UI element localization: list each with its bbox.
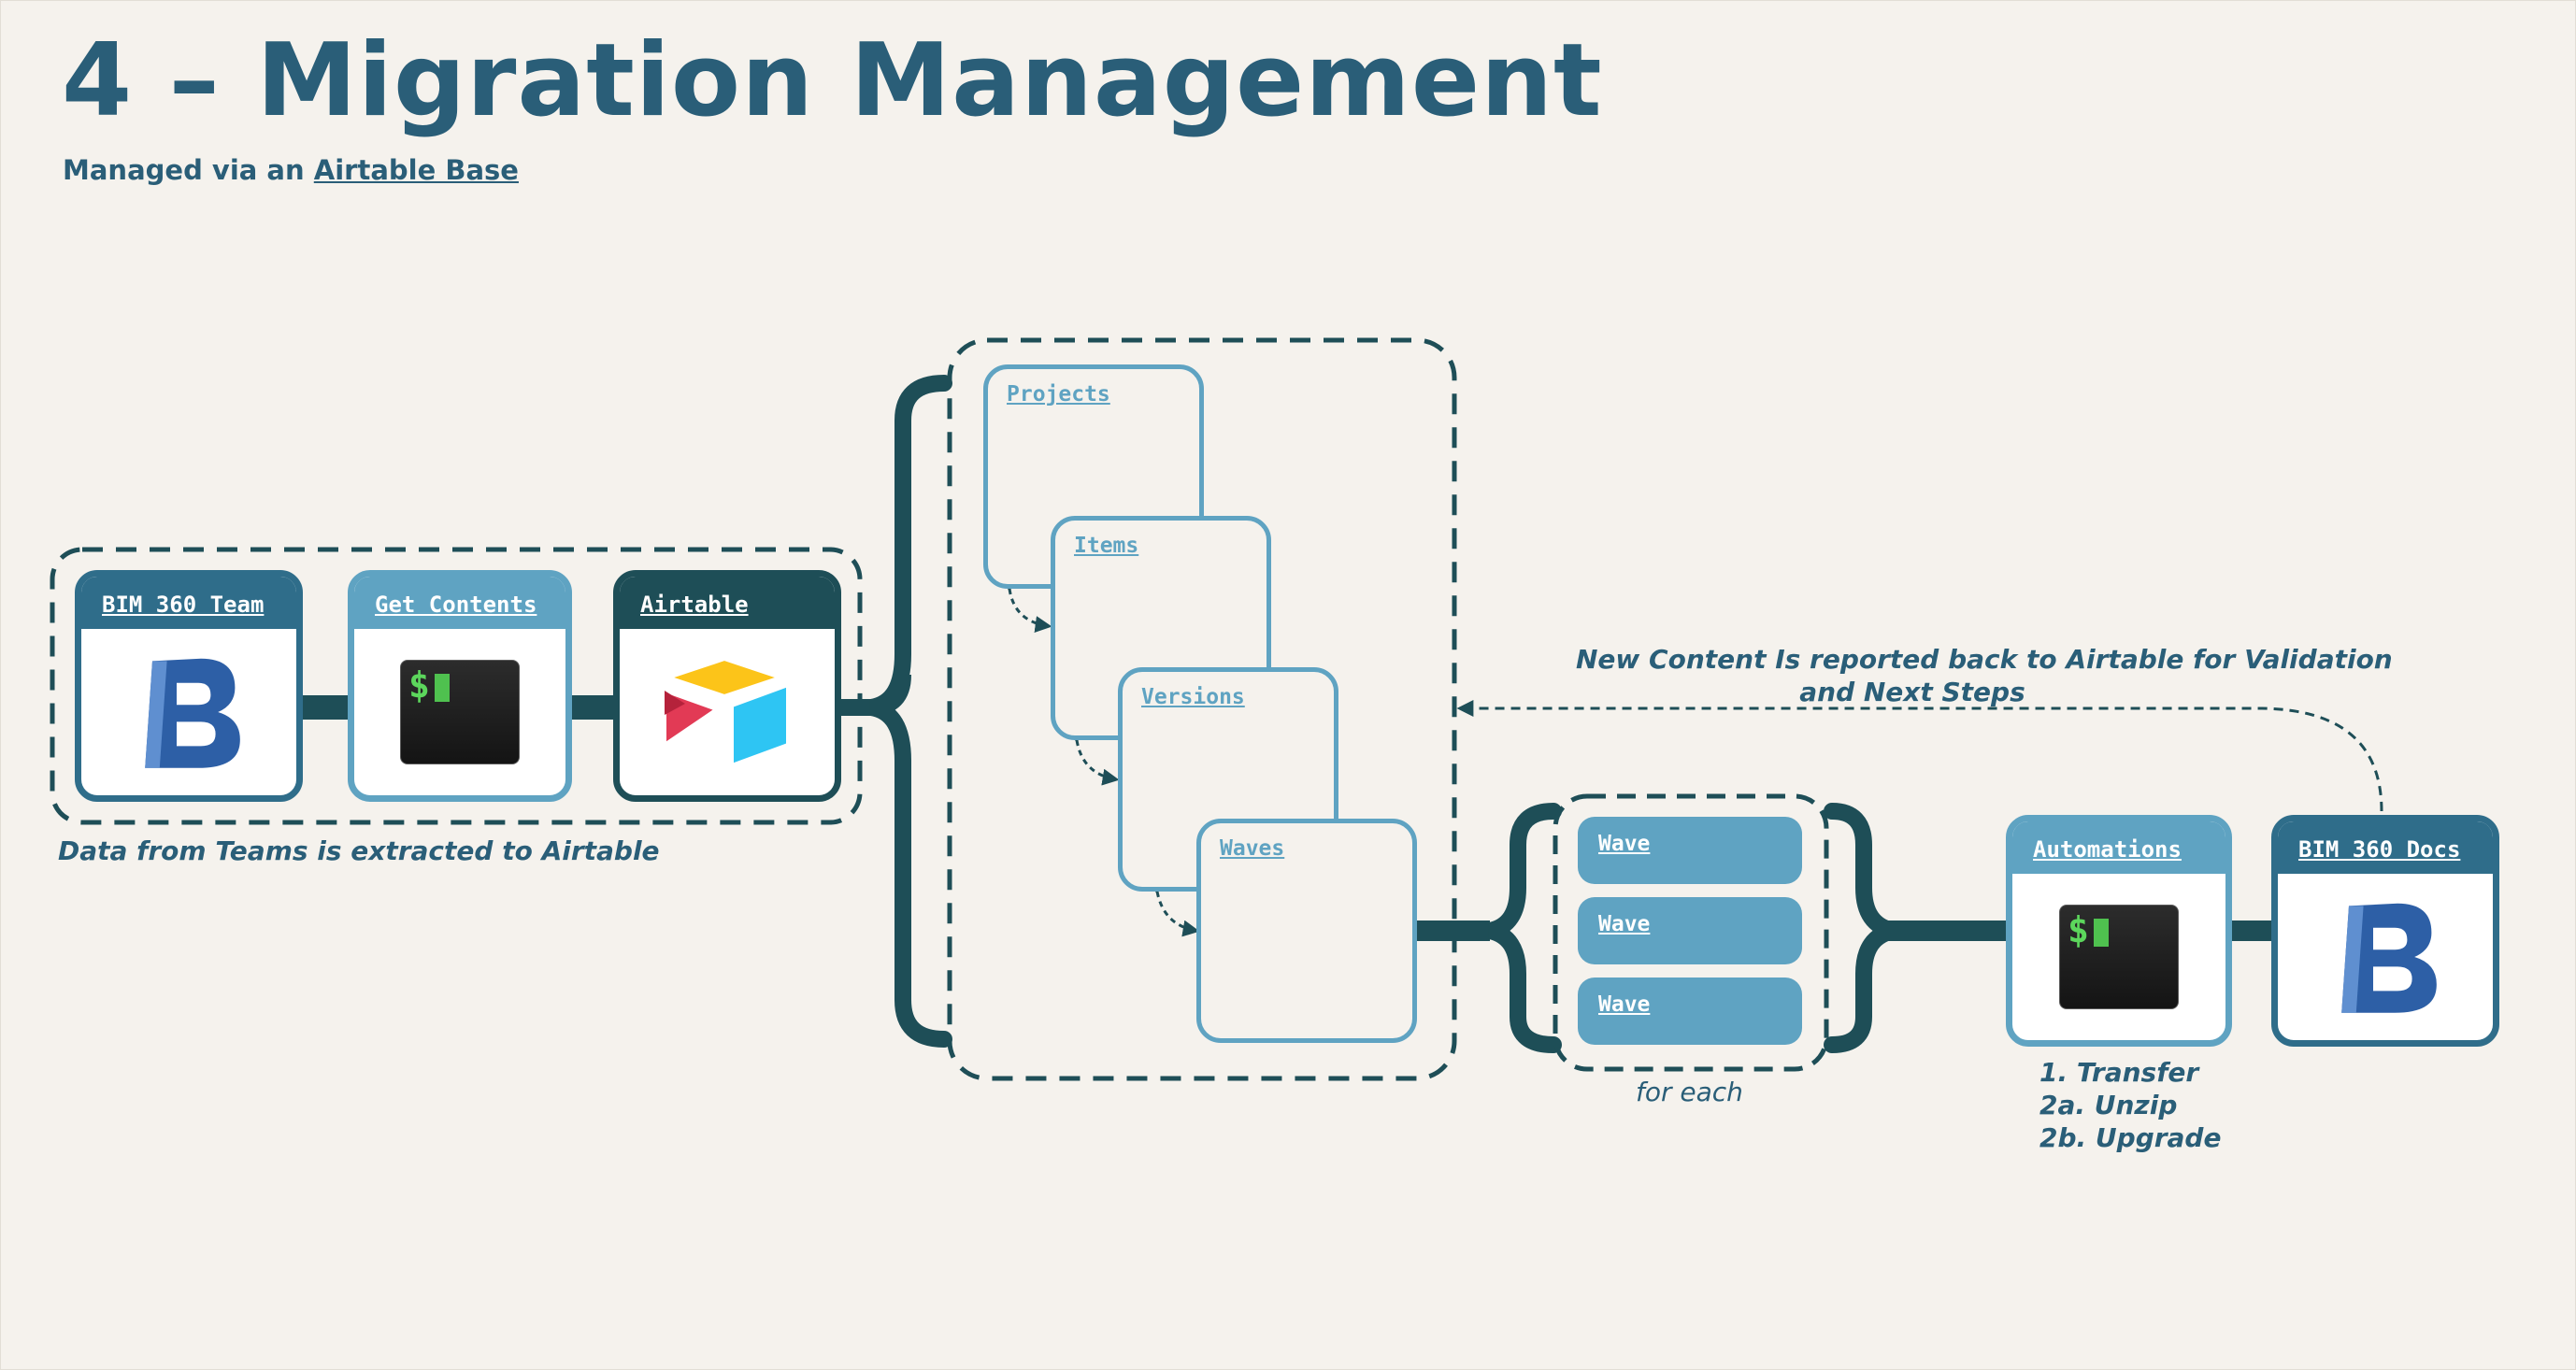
waves-left-brace [1487, 803, 1562, 1053]
wave-item[interactable]: Wave [1578, 817, 1802, 884]
items-table-label: Items [1074, 534, 1139, 558]
projects-table-label: Projects [1007, 382, 1110, 407]
airtable-base-link[interactable]: Airtable Base [313, 154, 519, 186]
airtable-card[interactable]: Airtable [613, 570, 841, 802]
waves-caption: for each [1636, 1077, 1743, 1107]
relation-arrow-projects-items [999, 574, 1052, 633]
relation-arrow-items-versions [1066, 725, 1120, 786]
feedback-arrow [1456, 700, 2383, 812]
bim360-docs-card[interactable]: BIM 360 Docs [2271, 815, 2499, 1047]
sources-caption: Data from Teams is extracted to Airtable [58, 835, 660, 866]
tables-curly-brace [868, 375, 952, 1048]
page-subtitle: Managed via an Airtable Base [63, 154, 519, 186]
waves-table-label: Waves [1220, 836, 1285, 861]
airtable-label: Airtable [620, 577, 835, 629]
wave-item-label: Wave [1598, 912, 1651, 936]
feedback-caption-line: and Next Steps [1799, 677, 2025, 707]
bim360-docs-icon [2278, 874, 2493, 1040]
bim360-team-icon [81, 629, 296, 795]
automation-steps: 1. Transfer 2a. Unzip 2b. Upgrade [2039, 1056, 2221, 1154]
terminal-icon: $ [2059, 905, 2179, 1009]
waves-group-outline [1553, 793, 1829, 1072]
feedback-caption: New Content Is reported back to Airtable… [1576, 643, 2393, 708]
subtitle-text: Managed via an [63, 154, 305, 186]
bim360-team-card[interactable]: BIM 360 Team [75, 570, 303, 802]
terminal-icon: $ [400, 660, 520, 764]
feedback-caption-line: New Content Is reported back to Airtable… [1576, 644, 2393, 675]
wave-item-label: Wave [1598, 992, 1651, 1017]
airtable-logo-icon [620, 629, 835, 795]
wave-item-label: Wave [1598, 832, 1651, 856]
bim360-team-label: BIM 360 Team [81, 577, 296, 629]
automation-step: 1. Transfer [2039, 1057, 2199, 1088]
waves-right-brace [1824, 803, 1896, 1053]
versions-table-label: Versions [1141, 685, 1245, 709]
wave-item[interactable]: Wave [1578, 978, 1802, 1045]
wave-item[interactable]: Wave [1578, 897, 1802, 964]
page-title: 4 – Migration Management [62, 22, 1603, 139]
relation-arrow-versions-waves [1146, 877, 1200, 937]
automations-label: Automations [2012, 821, 2225, 874]
automations-card[interactable]: Automations $ [2006, 815, 2232, 1047]
tables-group-outline [947, 337, 1457, 1081]
waves-table[interactable]: Waves [1196, 819, 1417, 1043]
sources-group-outline [50, 547, 863, 825]
automation-step: 2a. Unzip [2039, 1090, 2178, 1120]
bim360-docs-label: BIM 360 Docs [2278, 821, 2493, 874]
automation-step: 2b. Upgrade [2039, 1122, 2222, 1153]
get-contents-label: Get Contents [354, 577, 565, 629]
get-contents-card[interactable]: Get Contents $ [348, 570, 572, 802]
